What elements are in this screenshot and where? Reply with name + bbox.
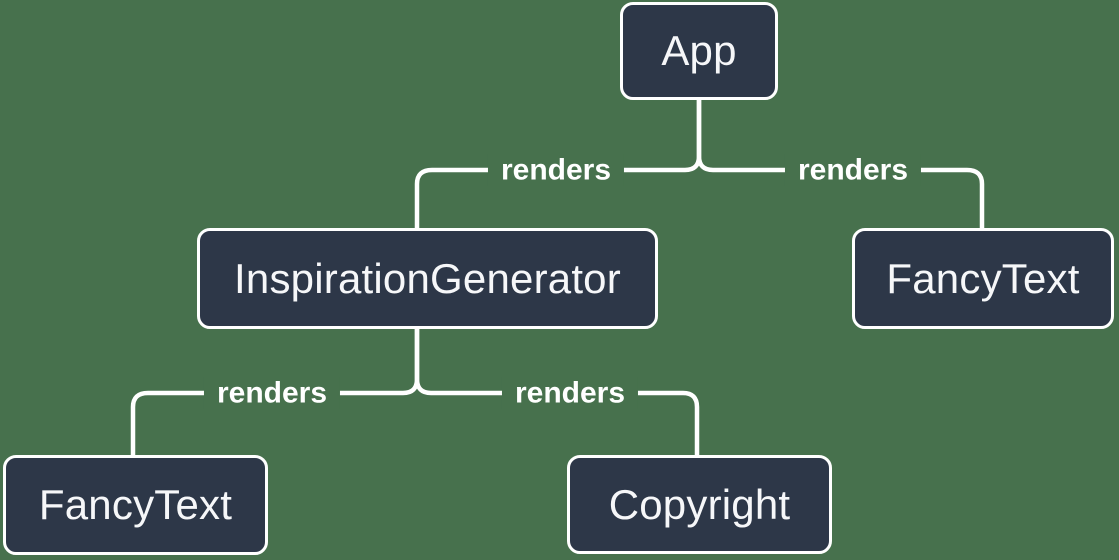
edge-label-renders-inspirationgenerator-copyright: renders xyxy=(501,376,639,410)
edge-label-renders-app-inspirationgenerator: renders xyxy=(487,153,625,187)
edge-label-renders-inspirationgenerator-fancytext: renders xyxy=(203,376,341,410)
node-fancy-text-bottom: FancyText xyxy=(3,455,268,555)
edge-label-renders-app-fancytext: renders xyxy=(784,153,922,187)
node-inspiration-generator: InspirationGenerator xyxy=(197,228,658,329)
node-app: App xyxy=(620,2,778,100)
node-copyright: Copyright xyxy=(567,455,832,554)
node-fancy-text-top: FancyText xyxy=(852,228,1114,329)
